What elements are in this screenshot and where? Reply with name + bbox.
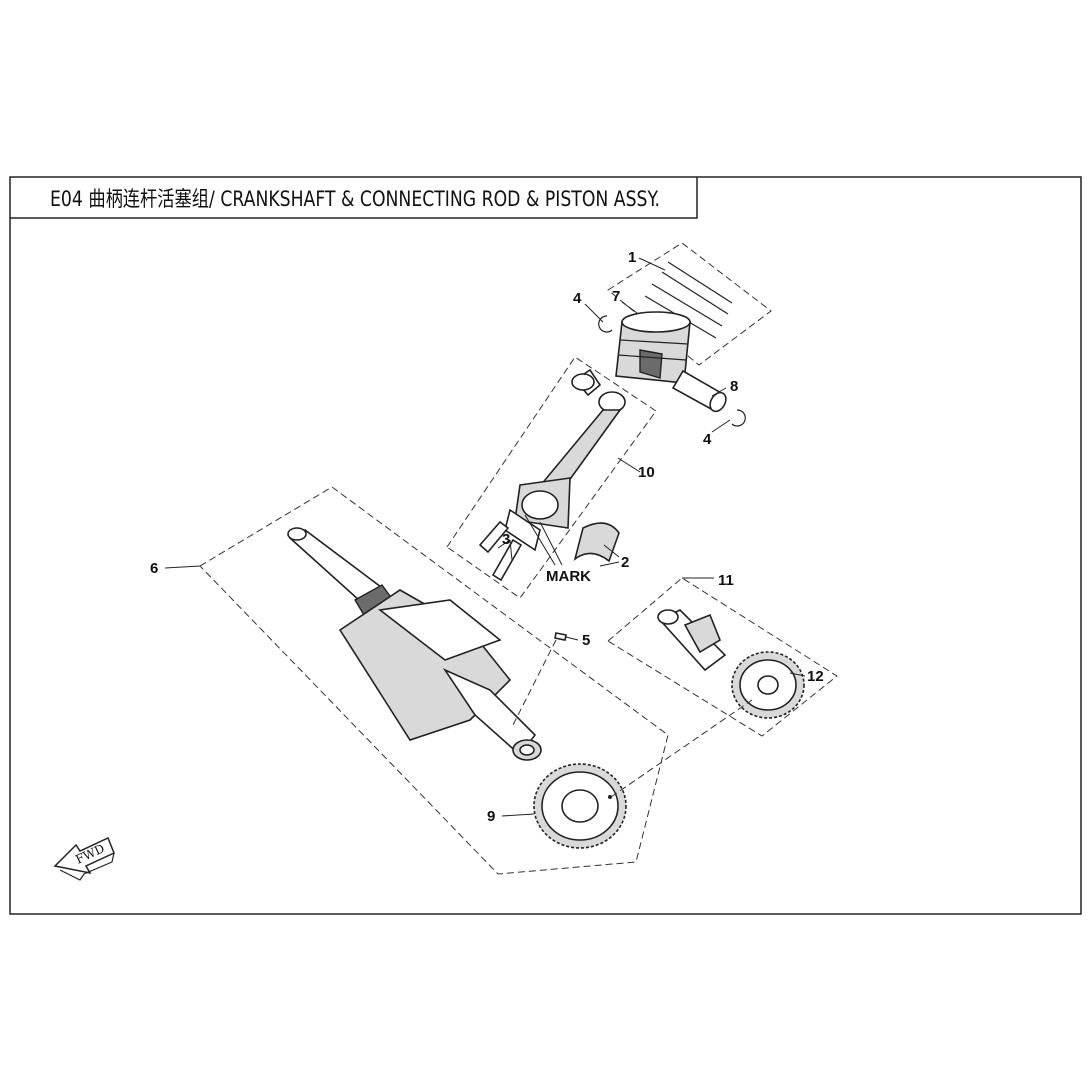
connecting-rod-bolts (478, 520, 523, 582)
callout-11-camshaft: 11 (718, 572, 734, 589)
piston-group-outline (607, 242, 772, 366)
callout-4-clip-upper: 4 (573, 290, 582, 307)
camshaft (657, 609, 727, 672)
woodruff-key (554, 632, 567, 641)
callout-12-cam-gear: 12 (807, 668, 824, 685)
connecting-rod-bearings (573, 522, 620, 563)
piston-pin-clip-right (731, 409, 746, 427)
callout-4-clip-lower: 4 (703, 431, 712, 448)
connecting-rod (504, 368, 626, 552)
piston-pin-clip-left (598, 315, 613, 333)
forward-direction-arrow: FWD (53, 836, 115, 881)
callout-9-crank-gear: 9 (487, 808, 495, 825)
mark-label: MARK (546, 568, 591, 585)
callout-2-bearings: 2 (621, 554, 629, 571)
callout-1-piston-ring-set: 1 (628, 249, 636, 266)
camshaft-timing-gear (731, 651, 805, 719)
callout-8-piston-pin: 8 (730, 378, 738, 395)
leader-lines (164, 257, 806, 817)
callout-3-bolts: 3 (502, 531, 510, 548)
callout-7-piston: 7 (612, 288, 620, 305)
crankshaft (287, 527, 542, 761)
diagram-title: E04 曲柄连杆活塞组/ CRANKSHAFT & CONNECTING ROD… (50, 187, 660, 211)
crankshaft-timing-gear (533, 763, 627, 849)
callout-6-crankshaft: 6 (150, 560, 158, 577)
key-alignment-line (512, 639, 557, 726)
connecting-rod-group-outline (446, 356, 657, 599)
title-box: E04 曲柄连杆活塞组/ CRANKSHAFT & CONNECTING ROD… (10, 177, 698, 219)
camshaft-group-outline (607, 577, 838, 737)
gear-alignment-line (610, 699, 753, 798)
callout-10-connecting-rod: 10 (638, 464, 655, 481)
diagram-frame (9, 176, 1082, 915)
piston (615, 311, 691, 384)
callout-5-key: 5 (582, 632, 590, 649)
piston-pin (671, 369, 727, 413)
